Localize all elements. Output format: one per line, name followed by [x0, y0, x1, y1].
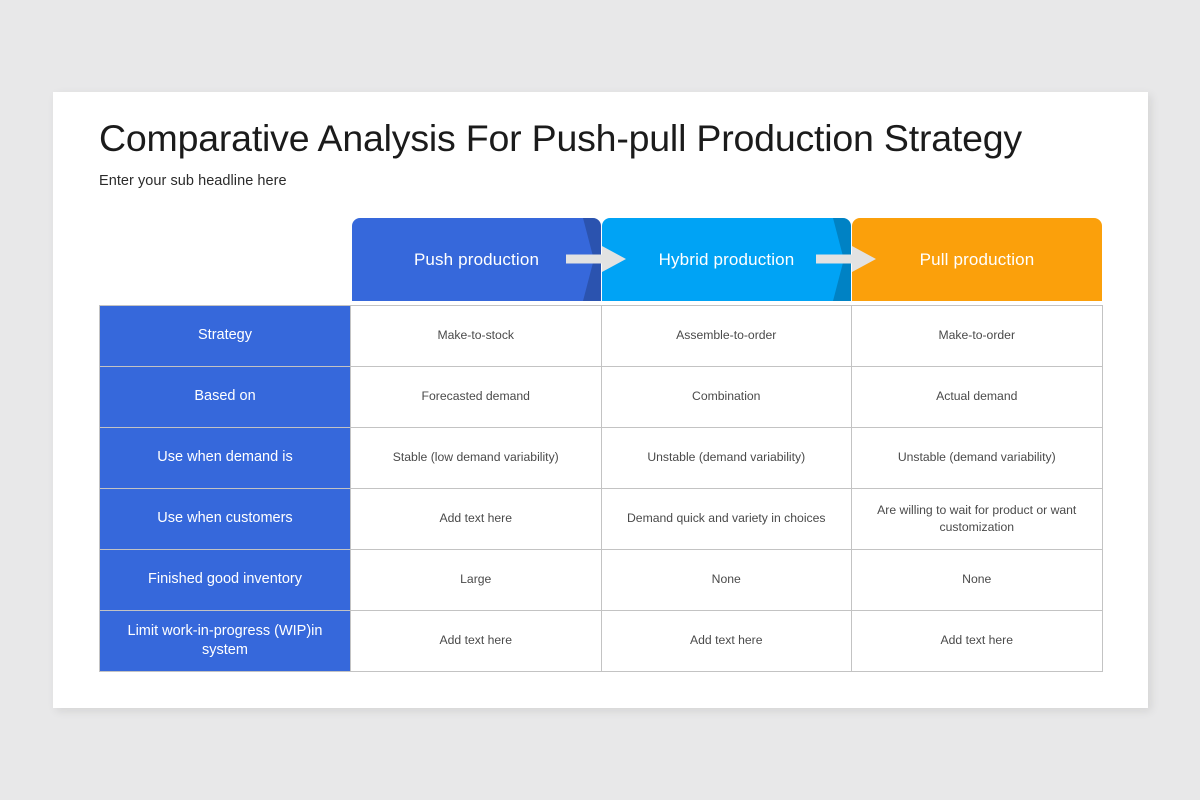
column-header-hybrid-label: Hybrid production — [658, 249, 795, 269]
cell-strategy-push[interactable]: Make-to-stock — [350, 305, 602, 367]
cell-finished-good-inventory-pull[interactable]: None — [851, 549, 1103, 611]
cell-limit-wip-pull[interactable]: Add text here — [851, 610, 1103, 672]
table-row: Strategy Make-to-stock Assemble-to-order… — [99, 305, 1103, 367]
row-label-limit-wip: Limit work-in-progress (WIP)in system — [99, 610, 351, 672]
row-label-use-when-customers: Use when customers — [99, 488, 351, 550]
ribbon-fold-hybrid — [833, 218, 851, 301]
row-label-based-on: Based on — [99, 366, 351, 428]
page-subtitle: Enter your sub headline here — [99, 173, 287, 189]
cell-use-when-demand-is-hybrid[interactable]: Unstable (demand variability) — [600, 427, 852, 489]
cell-based-on-pull[interactable]: Actual demand — [851, 366, 1103, 428]
table-row: Limit work-in-progress (WIP)in system Ad… — [99, 610, 1103, 672]
row-label-finished-good-inventory: Finished good inventory — [99, 549, 351, 611]
table-row: Use when demand is Stable (low demand va… — [99, 427, 1103, 489]
comparison-matrix: Push production Hybrid production Pull p… — [99, 218, 1103, 673]
cell-use-when-customers-pull[interactable]: Are willing to wait for product or want … — [851, 488, 1103, 550]
table-row: Use when customers Add text here Demand … — [99, 488, 1103, 550]
cell-strategy-hybrid[interactable]: Assemble-to-order — [600, 305, 852, 367]
slide-card: Comparative Analysis For Push-pull Produ… — [53, 92, 1148, 708]
column-header-push-label: Push production — [413, 249, 540, 269]
cell-use-when-customers-push[interactable]: Add text here — [350, 488, 602, 550]
header-corner-spacer — [99, 218, 350, 301]
column-header-hybrid[interactable]: Hybrid production — [602, 218, 851, 301]
ribbon-fold-push — [583, 218, 601, 301]
table-row: Finished good inventory Large None None — [99, 549, 1103, 611]
row-label-use-when-demand-is: Use when demand is — [99, 427, 351, 489]
column-header-band: Push production Hybrid production Pull p… — [99, 218, 1102, 301]
table-row: Based on Forecasted demand Combination A… — [99, 366, 1103, 428]
page-title: Comparative Analysis For Push-pull Produ… — [99, 117, 1022, 159]
cell-limit-wip-hybrid[interactable]: Add text here — [600, 610, 852, 672]
cell-use-when-demand-is-pull[interactable]: Unstable (demand variability) — [851, 427, 1103, 489]
cell-finished-good-inventory-push[interactable]: Large — [350, 549, 602, 611]
cell-based-on-hybrid[interactable]: Combination — [600, 366, 852, 428]
column-header-pull[interactable]: Pull production — [852, 218, 1102, 301]
cell-limit-wip-push[interactable]: Add text here — [350, 610, 602, 672]
comparison-table: Strategy Make-to-stock Assemble-to-order… — [99, 305, 1103, 672]
column-header-push[interactable]: Push production — [352, 218, 601, 301]
column-header-pull-label: Pull production — [919, 249, 1035, 269]
cell-use-when-customers-hybrid[interactable]: Demand quick and variety in choices — [600, 488, 852, 550]
row-label-strategy: Strategy — [99, 305, 351, 367]
cell-use-when-demand-is-push[interactable]: Stable (low demand variability) — [350, 427, 602, 489]
cell-based-on-push[interactable]: Forecasted demand — [350, 366, 602, 428]
cell-strategy-pull[interactable]: Make-to-order — [851, 305, 1103, 367]
table-body: Strategy Make-to-stock Assemble-to-order… — [99, 305, 1103, 672]
cell-finished-good-inventory-hybrid[interactable]: None — [600, 549, 852, 611]
